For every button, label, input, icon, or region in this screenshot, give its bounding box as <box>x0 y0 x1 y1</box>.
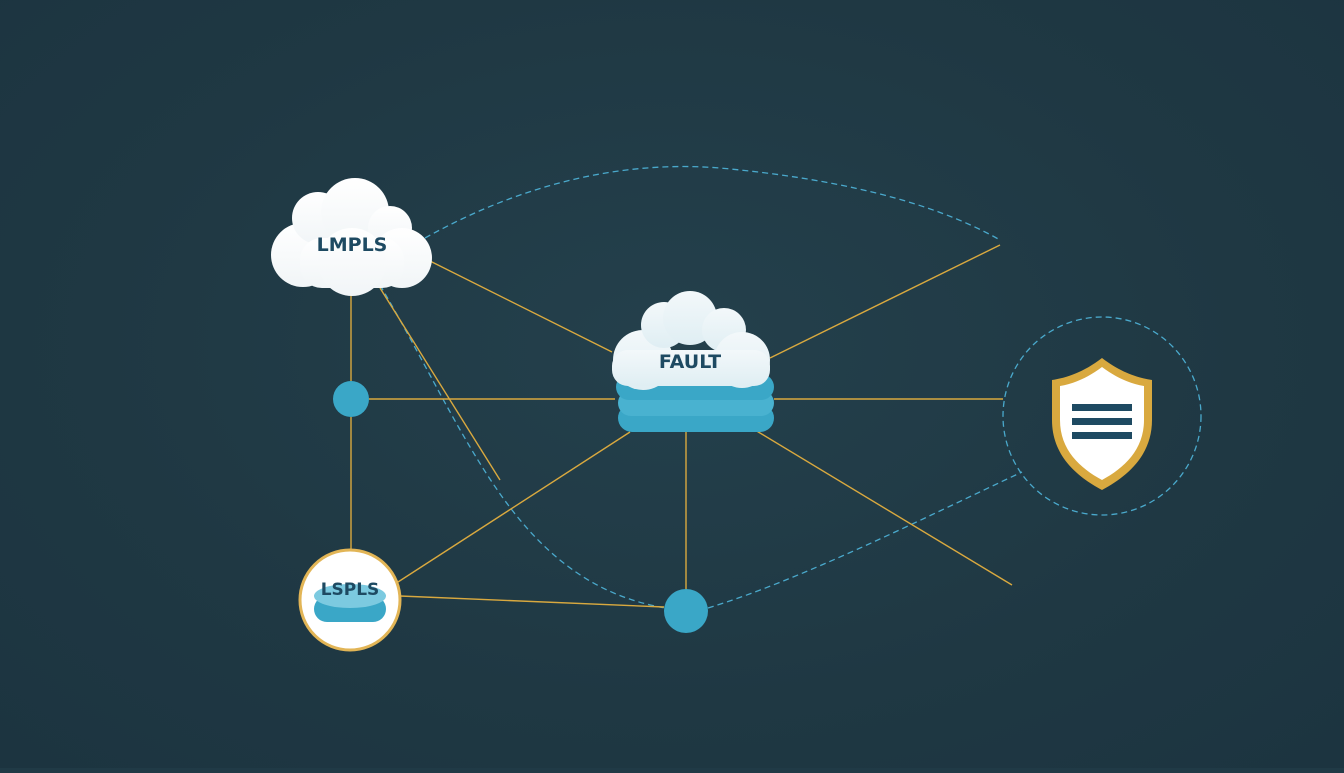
link-fault-upper-right <box>769 244 1001 359</box>
junction-dot-icon[interactable] <box>664 589 708 633</box>
dashed-link-bottom-security <box>707 471 1023 609</box>
link-lmpls-fault <box>427 259 613 353</box>
node-lmpls[interactable]: LMPLS <box>271 178 432 296</box>
security-dashed-ring <box>1002 316 1202 516</box>
link-fault-lower-right <box>754 429 1013 586</box>
solid-links <box>350 244 1013 608</box>
dashed-link-lmpls-arc <box>424 165 1001 241</box>
node-fault-label: FAULT <box>659 351 721 373</box>
node-lspls[interactable]: LSPLS <box>298 548 402 652</box>
node-security[interactable] <box>1052 358 1152 490</box>
link-lspls-fault <box>397 431 631 583</box>
node-lspls-label: LSPLS <box>321 580 380 600</box>
dashed-links <box>379 165 1202 609</box>
link-lmpls-bottom <box>379 287 501 481</box>
cloud-icon <box>271 178 432 296</box>
node-lmpls-label: LMPLS <box>317 234 388 256</box>
cloud-database-icon <box>612 291 774 432</box>
shield-icon <box>1052 358 1152 490</box>
node-fault[interactable]: FAULT <box>612 291 774 432</box>
junction-dot-icon[interactable] <box>333 381 369 417</box>
database-icon <box>298 548 402 652</box>
link-lspls-bottom <box>399 595 665 608</box>
dashed-link-lmpls-bottom <box>379 284 666 609</box>
